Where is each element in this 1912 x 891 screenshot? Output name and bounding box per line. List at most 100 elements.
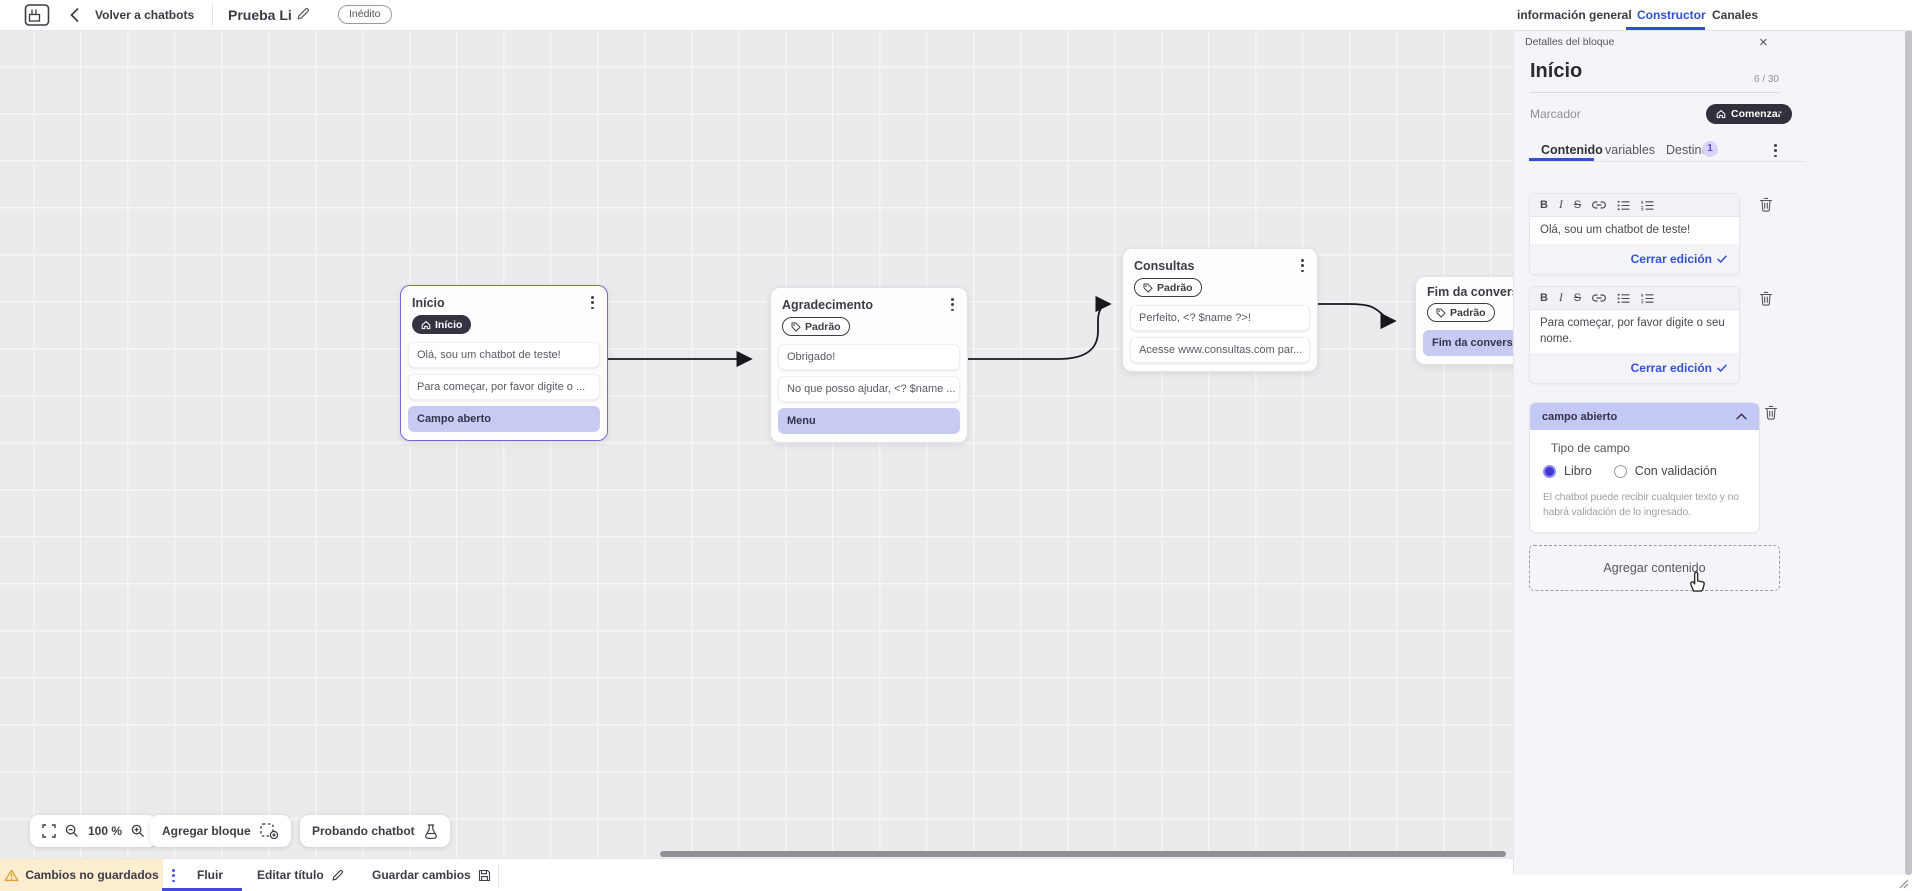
strikethrough-icon[interactable]: S <box>1573 292 1582 304</box>
edit-title-pencil-icon[interactable] <box>296 7 310 21</box>
tag-icon <box>1143 283 1153 293</box>
chevron-up-icon[interactable] <box>1736 413 1747 420</box>
check-icon <box>1717 255 1727 263</box>
zoom-controls: 100 % <box>30 815 158 847</box>
open-field-body: Tipo de campo Libro Con validación El ch… <box>1530 430 1759 532</box>
node-title: Consultas <box>1134 258 1195 273</box>
add-content-button[interactable]: Agregar contenido <box>1529 545 1780 591</box>
back-to-chatbots-link[interactable]: Volver a chatbots <box>95 8 195 22</box>
node-menu-item[interactable]: Menu <box>778 408 960 435</box>
node-inicio[interactable]: Início Início Olá, sou um chatbot de tes… <box>400 285 608 442</box>
bullet-list-icon[interactable] <box>1617 200 1630 211</box>
message-text-input[interactable]: Olá, sou um chatbot de teste! <box>1530 217 1739 244</box>
block-details-panel: Detalles del bloque × Início 6 / 30 Marc… <box>1513 30 1912 875</box>
strikethrough-icon[interactable]: S <box>1573 199 1582 211</box>
close-panel-icon[interactable]: × <box>1759 34 1768 51</box>
bold-icon[interactable]: B <box>1540 199 1548 211</box>
unsaved-changes-label: Cambios no guardados <box>25 868 159 882</box>
node-menu-icon[interactable] <box>949 296 956 313</box>
node-content-item[interactable]: Olá, sou um chatbot de teste! <box>408 342 600 369</box>
flow-canvas[interactable] <box>0 30 1513 858</box>
edit-title-label: Editar título <box>257 868 324 882</box>
delete-content-icon[interactable] <box>1759 197 1773 212</box>
save-changes-button[interactable]: Guardar cambios <box>372 868 491 882</box>
node-open-field-item[interactable]: Campo aberto <box>408 406 600 433</box>
badge-label: Início <box>435 318 463 331</box>
test-chatbot-label: Probando chatbot <box>312 824 415 838</box>
fullscreen-icon[interactable] <box>42 824 56 838</box>
editor-footer: Cerrar edición <box>1530 244 1739 274</box>
bullet-list-icon[interactable] <box>1617 293 1630 304</box>
tab-constructor[interactable]: Constructor <box>1637 8 1706 22</box>
chatbot-title[interactable]: Prueba Li <box>228 7 292 23</box>
italic-icon[interactable]: I <box>1558 292 1563 304</box>
tab-contenido[interactable]: Contenido <box>1541 143 1603 157</box>
tag-icon <box>791 322 801 332</box>
tab-fluir[interactable]: Fluir <box>197 868 223 882</box>
node-content-item[interactable]: Obrigado! <box>778 344 960 371</box>
tab-canales[interactable]: Canales <box>1712 8 1759 22</box>
delete-content-icon[interactable] <box>1764 405 1778 420</box>
start-badge: Início <box>412 315 472 335</box>
flask-icon <box>424 823 437 839</box>
edit-title-button[interactable]: Editar título <box>257 868 344 882</box>
editor-footer: Cerrar edición <box>1530 353 1739 383</box>
delete-content-icon[interactable] <box>1759 291 1773 306</box>
top-bar: Volver a chatbots Prueba Li Inédito info… <box>0 0 1912 31</box>
save-changes-label: Guardar cambios <box>372 868 471 882</box>
tab-informacion-general[interactable]: información general <box>1517 8 1632 22</box>
numbered-list-icon[interactable] <box>1641 293 1654 304</box>
message-text-input[interactable]: Para começar, por favor digite o seu nom… <box>1530 310 1739 353</box>
check-icon <box>1717 364 1727 372</box>
panel-header-label: Detalles del bloque <box>1525 36 1615 48</box>
marker-select[interactable]: Comenzar <box>1706 104 1792 124</box>
open-field-title: campo abierto <box>1542 410 1618 423</box>
node-content-item[interactable]: No que posso ajudar, <? $name ... <box>778 376 960 403</box>
active-flow-tab-underline <box>162 888 242 891</box>
panel-vertical-scrollbar[interactable] <box>1905 30 1912 875</box>
zoom-out-icon[interactable] <box>65 824 79 838</box>
panel-options-menu-icon[interactable] <box>1772 142 1779 159</box>
badge-label: Padrão <box>1157 281 1193 294</box>
radio-con-validacion[interactable] <box>1613 464 1627 478</box>
numbered-list-icon[interactable] <box>1641 200 1654 211</box>
add-block-button[interactable]: Agregar bloque <box>150 815 291 847</box>
test-chatbot-button[interactable]: Probando chatbot <box>300 815 450 847</box>
node-content-item[interactable]: Para começar, por favor digite o ... <box>408 374 600 401</box>
node-content-item[interactable]: Acesse www.consultas.com par... <box>1130 337 1310 364</box>
field-type-label: Tipo de campo <box>1551 441 1630 455</box>
chevron-down-icon[interactable] <box>1776 110 1787 117</box>
node-consultas[interactable]: Consultas Padrão Perfeito, <? $name ?>! … <box>1122 248 1318 373</box>
rich-text-toolbar: B I S <box>1530 287 1739 310</box>
message-editor: B I S Para começar, por favor digite o s… <box>1529 286 1740 384</box>
block-name-input[interactable]: Início <box>1530 60 1779 93</box>
bold-icon[interactable]: B <box>1540 292 1548 304</box>
open-field-header[interactable]: campo abierto <box>1530 403 1759 430</box>
close-edit-link[interactable]: Cerrar edición <box>1630 252 1712 266</box>
pencil-icon <box>332 869 343 881</box>
home-icon <box>1716 109 1726 119</box>
rich-text-toolbar: B I S <box>1530 194 1739 217</box>
italic-icon[interactable]: I <box>1558 199 1563 211</box>
back-chevron-icon[interactable] <box>70 8 79 22</box>
home-icon <box>421 320 431 329</box>
close-edit-link[interactable]: Cerrar edición <box>1630 361 1712 375</box>
radio-libro[interactable] <box>1543 464 1556 478</box>
tab-destino[interactable]: Destino <box>1666 143 1709 157</box>
node-menu-icon[interactable] <box>589 294 596 311</box>
node-content-item[interactable]: Perfeito, <? $name ?>! <box>1130 305 1310 332</box>
destination-count-badge: 1 <box>1702 141 1718 157</box>
warning-icon <box>4 869 19 881</box>
message-editor: B I S Olá, sou um chatbot de teste! Cerr… <box>1529 193 1740 275</box>
radio-libro-label[interactable]: Libro <box>1564 464 1592 478</box>
link-icon[interactable] <box>1592 201 1607 209</box>
tab-variables[interactable]: variables <box>1605 143 1656 157</box>
zoom-in-icon[interactable] <box>131 824 145 838</box>
canvas-horizontal-scrollbar[interactable] <box>660 851 1506 857</box>
link-icon[interactable] <box>1592 294 1607 302</box>
radio-con-validacion-label[interactable]: Con validación <box>1634 464 1717 478</box>
flow-options-menu-icon[interactable] <box>170 867 177 884</box>
node-title: Início <box>412 295 445 310</box>
node-menu-icon[interactable] <box>1299 257 1306 274</box>
node-agradecimento[interactable]: Agradecimento Padrão Obrigado! No que po… <box>770 287 968 444</box>
